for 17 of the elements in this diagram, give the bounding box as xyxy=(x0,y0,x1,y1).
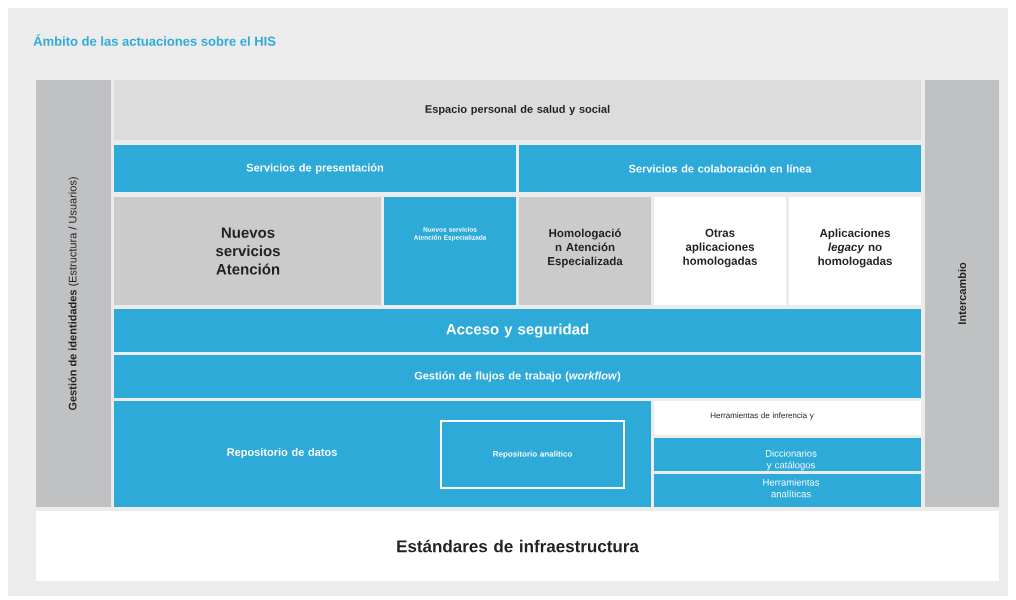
title: Ámbito de las actuaciones sobre el HIS xyxy=(33,34,276,46)
layer-band: Espacio personal de salud y social xyxy=(114,80,921,140)
layer-band: Acceso y seguridad xyxy=(114,309,921,352)
layer-band: Gestión de flujos de trabajo (workflow) xyxy=(114,355,921,398)
module-box: Nuevos servicios Atención xyxy=(114,197,381,305)
layer-band: Servicios de presentación xyxy=(114,145,516,192)
layer-band: Diccionarios y catálogos xyxy=(654,438,921,471)
module-box: Herramientas de inferencia y xyxy=(654,401,921,435)
module-box: Otras aplicaciones homologadas xyxy=(654,197,786,305)
side-band: Intercambio xyxy=(925,80,999,507)
module-box: Homologació n Atención Especializada xyxy=(519,197,651,305)
layer-band: Herramientas analíticas xyxy=(654,474,921,507)
base-band: Estándares de infraestructura xyxy=(36,511,999,581)
layer-band: Servicios de colaboración en línea xyxy=(519,145,921,192)
module-box: Aplicaciones legacy no homologadas xyxy=(789,197,921,305)
inner-box: Repositorio analítico xyxy=(440,420,625,489)
side-band: Gestión de identidades (Estructura / Usuarios) xyxy=(36,80,111,507)
